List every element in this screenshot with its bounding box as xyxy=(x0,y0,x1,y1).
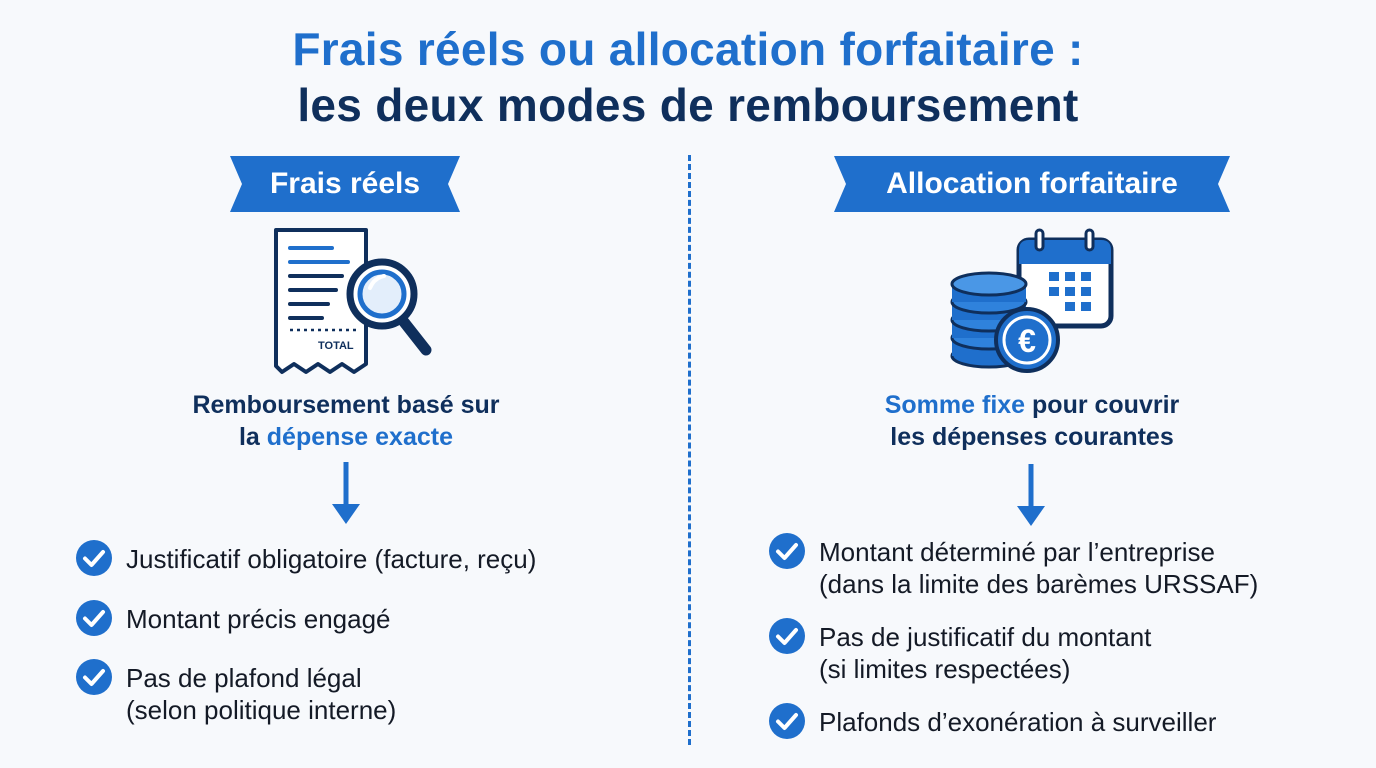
description-line-1: Remboursement basé sur xyxy=(192,391,500,419)
list-item-line-2: (si limites respectées) xyxy=(819,654,1071,684)
title-line-2: les deux modes de remboursement xyxy=(297,79,1079,131)
list-item-text: Pas de plafond légal (selon politique in… xyxy=(126,662,396,726)
list-item: Pas de plafond légal (selon politique in… xyxy=(76,659,396,726)
description-frais-reels: Remboursement basé sur la dépense exacte xyxy=(146,389,546,453)
banner-ribbon-shape xyxy=(834,156,1230,212)
title-line-1: Frais réels ou allocation forfaitaire : xyxy=(292,23,1084,75)
banner-ribbon-shape xyxy=(230,156,460,212)
list-item-line-1: Plafonds d’exonération à surveiller xyxy=(819,707,1217,737)
description-line-2: les dépenses courantes xyxy=(890,423,1174,451)
check-circle-icon xyxy=(769,533,805,569)
list-item-line-1: Montant déterminé par l’entreprise xyxy=(819,537,1215,567)
banner-frais-reels: Frais réels xyxy=(230,156,460,212)
list-item-line-1: Montant précis engagé xyxy=(126,604,391,634)
list-item-text: Justificatif obligatoire (facture, reçu) xyxy=(126,543,536,575)
receipt-magnifier-icon: TOTAL xyxy=(266,226,436,381)
description-line-2: la dépense exacte xyxy=(146,421,546,453)
check-circle-icon xyxy=(76,659,112,695)
check-circle-icon xyxy=(769,703,805,739)
list-item-line-2: (selon politique interne) xyxy=(126,695,397,725)
receipt-total-label: TOTAL xyxy=(318,340,354,352)
description-suffix: pour couvrir xyxy=(1025,391,1180,419)
list-item-line-1: Justificatif obligatoire (facture, reçu) xyxy=(126,544,537,574)
list-item-text: Montant précis engagé xyxy=(126,603,391,635)
description-highlight: dépense exacte xyxy=(266,423,453,451)
list-item: Pas de justificatif du montant (si limit… xyxy=(769,618,1151,685)
list-item: Justificatif obligatoire (facture, reçu) xyxy=(76,540,536,576)
banner-allocation-forfaitaire: Allocation forfaitaire xyxy=(834,156,1230,212)
list-item-text: Plafonds d’exonération à surveiller xyxy=(819,706,1216,738)
list-item-text: Pas de justificatif du montant (si limit… xyxy=(819,621,1151,685)
check-circle-icon xyxy=(76,540,112,576)
list-item: Montant précis engagé xyxy=(76,600,391,636)
list-item-line-1: Pas de justificatif du montant xyxy=(819,622,1152,652)
banner-label: Allocation forfaitaire xyxy=(886,167,1178,200)
check-circle-icon xyxy=(76,600,112,636)
euro-symbol: € xyxy=(1018,323,1036,359)
list-item-text: Montant déterminé par l’entreprise (dans… xyxy=(819,536,1258,600)
description-prefix: la xyxy=(238,423,267,451)
list-item: Plafonds d’exonération à surveiller xyxy=(769,703,1216,739)
list-item-line-2: (dans la limite des barèmes URSSAF) xyxy=(819,569,1259,599)
center-divider xyxy=(688,155,691,745)
description-line-1: Somme fixe pour couvrir xyxy=(832,389,1232,421)
check-circle-icon xyxy=(769,618,805,654)
arrow-down-icon xyxy=(332,460,360,531)
description-allocation-forfaitaire: Somme fixe pour couvrir les dépenses cou… xyxy=(832,389,1232,453)
list-item: Montant déterminé par l’entreprise (dans… xyxy=(769,533,1258,600)
list-item-line-1: Pas de plafond légal xyxy=(126,663,362,693)
banner-label: Frais réels xyxy=(269,167,421,200)
description-highlight: Somme fixe xyxy=(884,391,1026,419)
arrow-down-icon xyxy=(1017,462,1045,533)
coins-calendar-euro-icon: € xyxy=(945,228,1117,379)
